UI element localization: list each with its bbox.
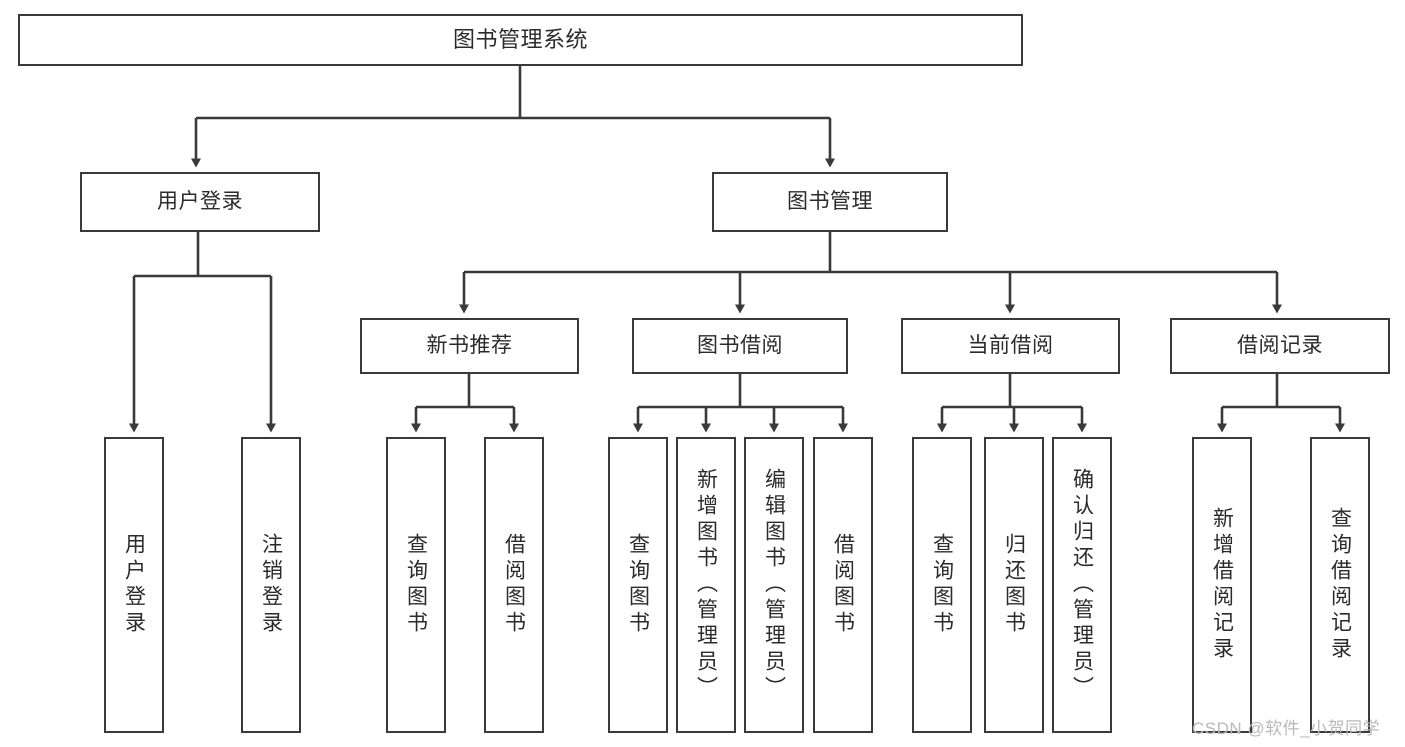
node-leaf-borrow-book-2-label: 借阅图书: [831, 533, 855, 637]
node-book-borrow-label: 图书借阅: [697, 334, 783, 358]
node-borrow-record-label: 借阅记录: [1237, 334, 1323, 358]
node-leaf-return-book[interactable]: 归还图书: [984, 437, 1044, 733]
node-leaf-query-book-2-label: 查询图书: [626, 533, 650, 637]
node-root[interactable]: 图书管理系统: [18, 14, 1023, 66]
node-book-manage[interactable]: 图书管理: [712, 172, 948, 232]
node-leaf-user-login[interactable]: 用户登录: [104, 437, 164, 733]
node-user-login[interactable]: 用户登录: [80, 172, 320, 232]
node-leaf-confirm-return[interactable]: 确认归还（管理员）: [1052, 437, 1112, 733]
node-current-borrow-label: 当前借阅: [967, 334, 1054, 358]
node-leaf-query-book-2[interactable]: 查询图书: [608, 437, 668, 733]
node-leaf-add-book-label: 新增图书（管理员）: [694, 468, 718, 702]
node-leaf-query-record[interactable]: 查询借阅记录: [1310, 437, 1370, 733]
node-leaf-add-record[interactable]: 新增借阅记录: [1192, 437, 1252, 733]
node-root-label: 图书管理系统: [452, 26, 588, 52]
node-leaf-confirm-return-label: 确认归还（管理员）: [1070, 468, 1094, 702]
node-leaf-user-logout[interactable]: 注销登录: [241, 437, 301, 733]
node-leaf-edit-book-label: 编辑图书（管理员）: [762, 468, 786, 702]
node-leaf-user-login-label: 用户登录: [122, 533, 146, 637]
node-book-borrow[interactable]: 图书借阅: [632, 318, 848, 374]
node-leaf-add-record-label: 新增借阅记录: [1210, 507, 1234, 663]
node-new-book-recommend-label: 新书推荐: [426, 334, 513, 358]
node-leaf-edit-book[interactable]: 编辑图书（管理员）: [744, 437, 804, 733]
node-leaf-return-book-label: 归还图书: [1002, 533, 1026, 637]
node-leaf-add-book[interactable]: 新增图书（管理员）: [676, 437, 736, 733]
node-leaf-query-book-1-label: 查询图书: [404, 533, 428, 637]
node-book-manage-label: 图书管理: [787, 190, 873, 214]
node-borrow-record[interactable]: 借阅记录: [1170, 318, 1390, 374]
node-leaf-borrow-book-2[interactable]: 借阅图书: [813, 437, 873, 733]
node-leaf-user-logout-label: 注销登录: [259, 533, 283, 637]
node-user-login-label: 用户登录: [157, 190, 243, 214]
node-leaf-borrow-book-1-label: 借阅图书: [502, 533, 526, 637]
node-leaf-borrow-book-1[interactable]: 借阅图书: [484, 437, 544, 733]
node-leaf-query-book-3-label: 查询图书: [930, 533, 954, 637]
node-current-borrow[interactable]: 当前借阅: [901, 318, 1120, 374]
node-leaf-query-record-label: 查询借阅记录: [1328, 507, 1352, 663]
node-leaf-query-book-1[interactable]: 查询图书: [386, 437, 446, 733]
node-leaf-query-book-3[interactable]: 查询图书: [912, 437, 972, 733]
node-new-book-recommend[interactable]: 新书推荐: [360, 318, 579, 374]
